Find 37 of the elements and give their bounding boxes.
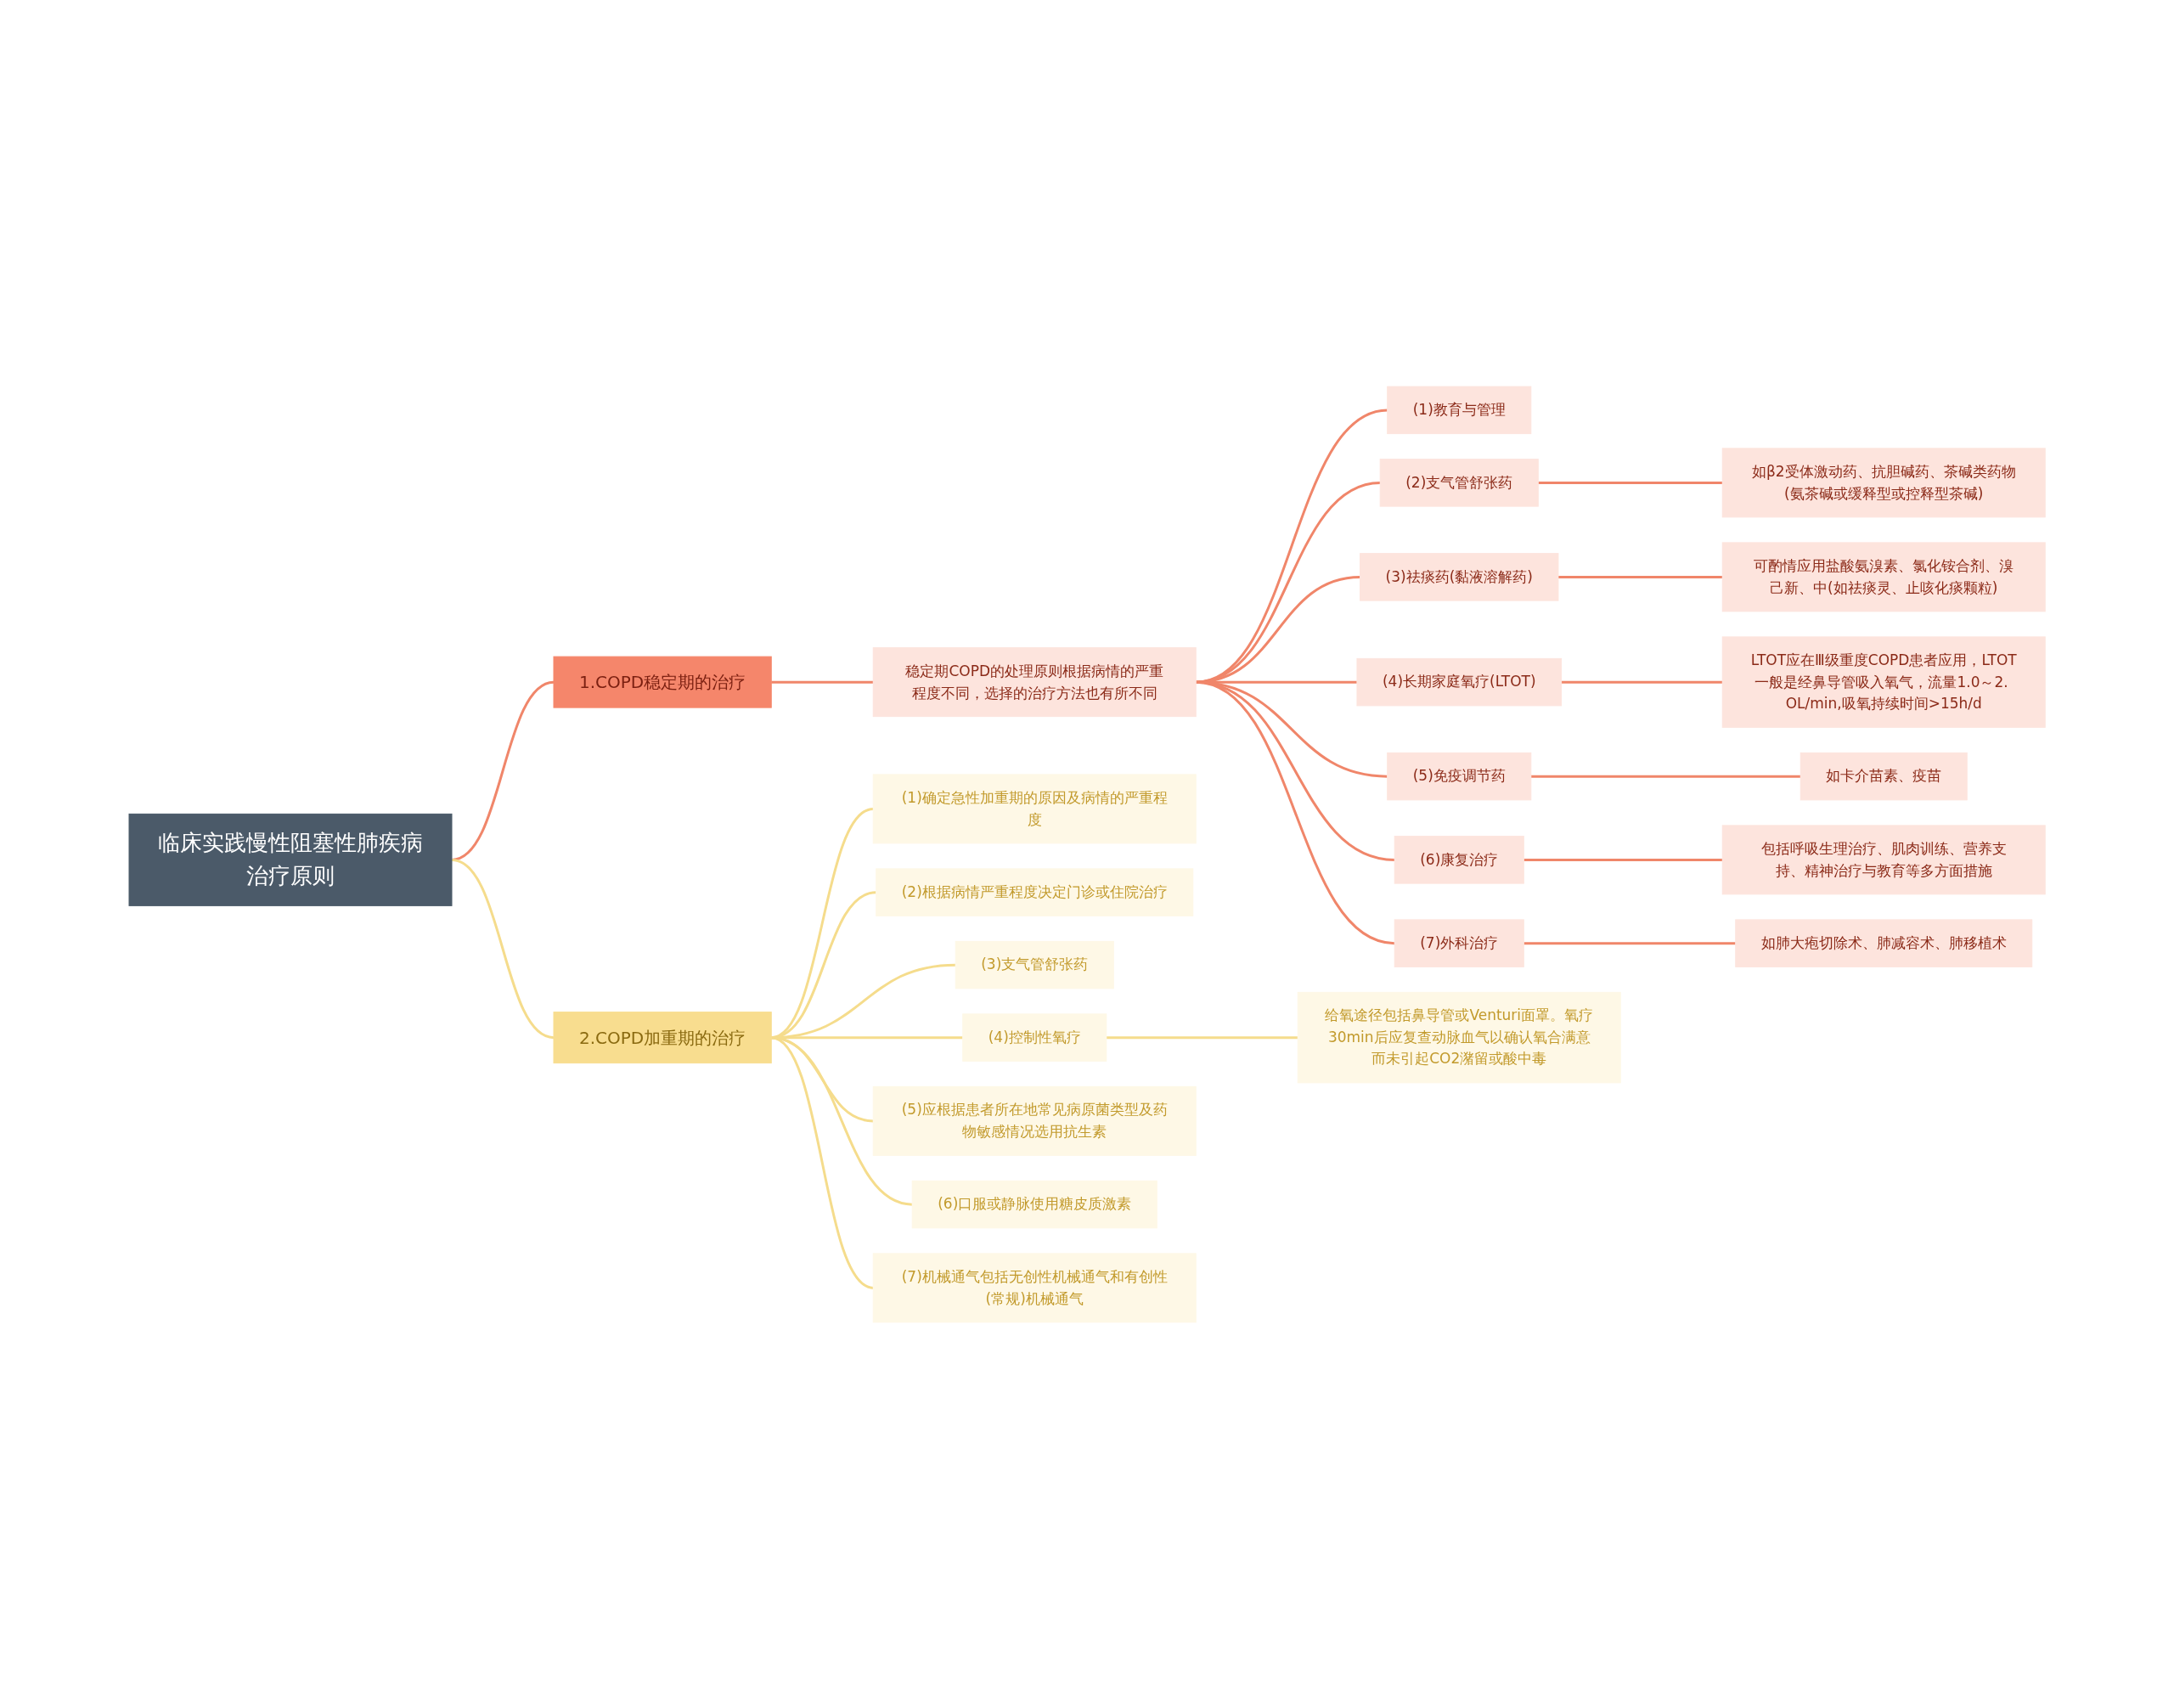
node-box: (3)支气管舒张药 bbox=[955, 940, 1114, 989]
node-box: 可酌情应用盐酸氨溴素、氯化铵合剂、溴己新、中(如祛痰灵、止咳化痰颗粒) bbox=[1721, 541, 2046, 612]
node-box: (6)口服或静脉使用糖皮质激素 bbox=[911, 1180, 1157, 1228]
node-box: (2)支气管舒张药 bbox=[1379, 458, 1539, 507]
connector bbox=[1195, 481, 1381, 684]
connector bbox=[771, 680, 874, 684]
node-box: 临床实践慢性阻塞性肺疾病治疗原则 bbox=[128, 813, 453, 906]
node-box: (2)根据病情严重程度决定门诊或住院治疗 bbox=[876, 867, 1194, 916]
node-box: (6)康复治疗 bbox=[1394, 835, 1524, 884]
connector bbox=[1195, 680, 1395, 944]
node-box: (7)机械通气包括无创性机械通气和有创性(常规)机械通气 bbox=[872, 1252, 1197, 1322]
node-box: 1.COPD稳定期的治疗 bbox=[553, 656, 772, 708]
node-box: (1)教育与管理 bbox=[1387, 386, 1532, 434]
connector bbox=[1195, 408, 1388, 684]
node-box: 如卡介苗素、疫苗 bbox=[1799, 752, 1968, 800]
node-box: 稳定期COPD的处理原则根据病情的严重程度不同，选择的治疗方法也有所不同 bbox=[872, 646, 1197, 717]
connector bbox=[1538, 481, 1723, 484]
connector bbox=[1106, 1035, 1298, 1039]
node-box: (4)长期家庭氧疗(LTOT) bbox=[1356, 657, 1562, 706]
connector bbox=[1523, 941, 1736, 944]
node-box: (3)祛痰药(黏液溶解药) bbox=[1359, 552, 1559, 601]
node-box: 如β2受体激动药、抗胆碱药、茶碱类药物(氨茶碱或缓释型或控释型茶碱) bbox=[1721, 447, 2046, 517]
node-box: 给氧途径包括鼻导管或Venturi面罩。氧疗30min后应复查动脉血气以确认氧合满意而未引起CO2潴留或酸中毒 bbox=[1297, 991, 1621, 1083]
connector bbox=[1561, 680, 1723, 684]
connector bbox=[1557, 575, 1723, 578]
node-box: (5)免疫调节药 bbox=[1387, 752, 1532, 800]
connector bbox=[451, 858, 555, 1039]
node-box: 包括呼吸生理治疗、肌肉训练、营养支持、精神治疗与教育等多方面措施 bbox=[1721, 824, 2046, 894]
node-box: (7)外科治疗 bbox=[1394, 918, 1524, 967]
node-box: (5)应根据患者所在地常见病原菌类型及药物敏感情况选用抗生素 bbox=[872, 1085, 1197, 1156]
node-box: (4)控制性氧疗 bbox=[962, 1012, 1107, 1062]
connector bbox=[1530, 775, 1801, 778]
connector bbox=[1523, 858, 1723, 861]
node-box: (1)确定急性加重期的原因及病情的严重程度 bbox=[872, 773, 1197, 843]
node-box: LTOT应在Ⅲ级重度COPD患者应用，LTOT一般是经鼻导管吸入氧气，流量1.0～2. OL/min,吸氧持续时间>15h/d bbox=[1721, 635, 2046, 728]
node-box: 2.COPD加重期的治疗 bbox=[553, 1011, 772, 1063]
node-box: 如肺大疱切除术、肺减容术、肺移植术 bbox=[1735, 918, 2033, 967]
